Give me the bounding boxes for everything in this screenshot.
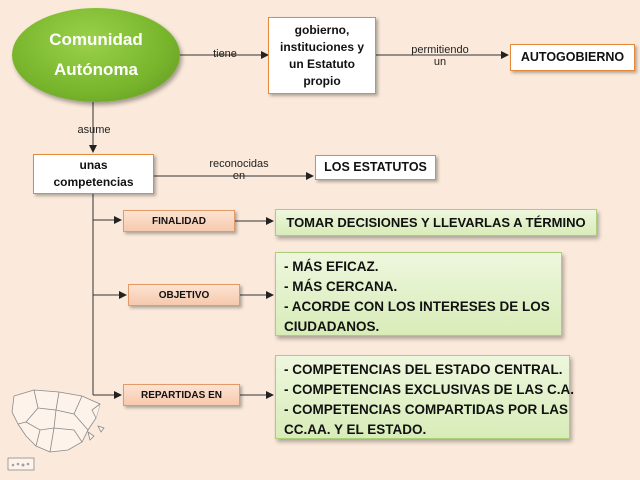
node-gobierno: gobierno, instituciones y un Estatuto pr… [268,17,376,94]
objetivo-item: - MÁS EFICAZ. [284,259,379,274]
objetivo-item: CIUDADANOS. [284,319,380,334]
objetivo-item: - ACORDE CON LOS INTERESES DE LOS [284,299,550,314]
node-autogobierno: AUTOGOBIERNO [510,44,635,71]
label-asume: asume [77,124,111,136]
node-repartidas: REPARTIDAS EN [123,384,240,406]
label-permitiendo-line2: un [433,56,447,68]
label-reconocidas: reconocidas en [196,158,282,182]
label-reconocidas-line2: en [232,170,246,182]
node-comunidad-autonoma: Comunidad Autónoma [12,8,180,102]
objetivo-item: - MÁS CERCANA. [284,279,398,294]
node-finalidad-text: TOMAR DECISIONES Y LLEVARLAS A TÉRMINO [275,209,597,236]
comunidad-line2: Autónoma [53,60,139,79]
repartidas-item: - COMPETENCIAS EXCLUSIVAS DE LAS C.A. [284,382,575,397]
label-permitiendo: permitiendo un [400,44,480,68]
comunidad-line1: Comunidad [49,30,143,49]
node-competencias: unas competencias [33,154,154,194]
spain-map-icon [7,389,105,471]
repartidas-item: CC.AA. Y EL ESTADO. [284,422,427,437]
node-objetivo-list: - MÁS EFICAZ. - MÁS CERCANA. - ACORDE CO… [275,252,562,336]
repartidas-item: - COMPETENCIAS DEL ESTADO CENTRAL. [284,362,563,377]
node-repartidas-list: - COMPETENCIAS DEL ESTADO CENTRAL. - COM… [275,355,575,439]
label-tiene: tiene [213,48,237,60]
node-objetivo: OBJETIVO [128,284,240,306]
node-estatutos: LOS ESTATUTOS [315,155,436,180]
repartidas-item: - COMPETENCIAS COMPARTIDAS POR LAS [284,402,569,417]
label-reconocidas-line1: reconocidas [209,158,269,170]
node-finalidad: FINALIDAD [123,210,235,232]
label-permitiendo-line1: permitiendo [411,44,469,56]
